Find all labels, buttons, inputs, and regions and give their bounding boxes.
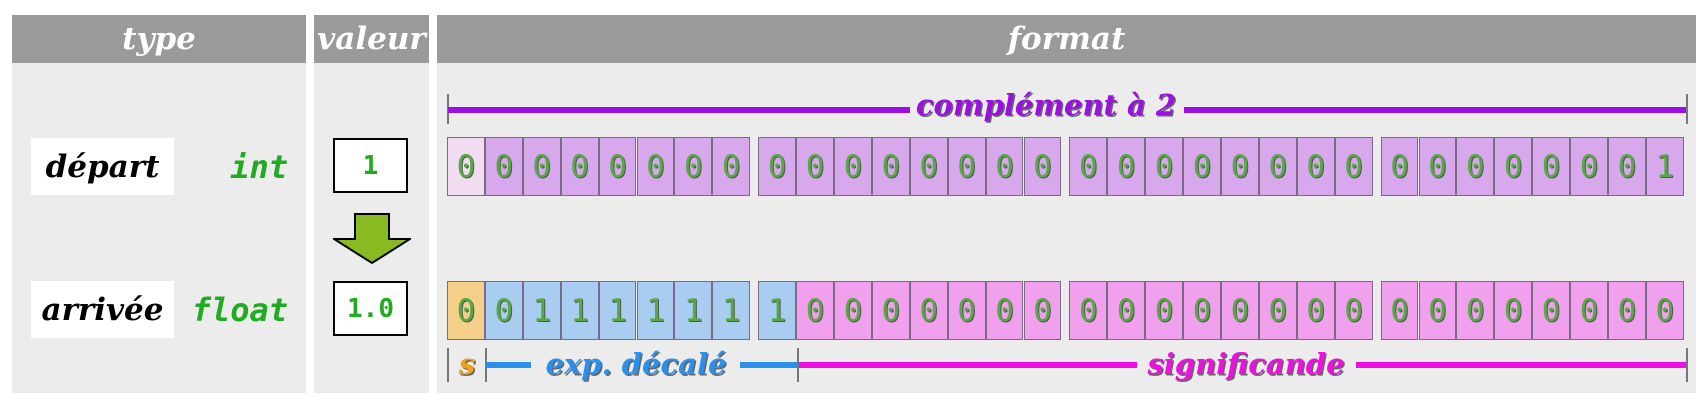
int-bit-28: 0 (1532, 137, 1571, 196)
sig-band-left (799, 362, 1137, 368)
float-bit-12: 0 (909, 281, 948, 340)
sig-left-tick (797, 348, 799, 382)
int-bit-23: 0 (1334, 137, 1373, 196)
significand-label: significande (1147, 347, 1345, 381)
value-header: valeur (314, 15, 429, 63)
float-bit-5: 1 (636, 281, 675, 340)
int-bit-13: 0 (947, 137, 986, 196)
int-bit-4: 0 (598, 137, 637, 196)
int-bit-16: 0 (1069, 137, 1108, 196)
int-bit-12: 0 (909, 137, 948, 196)
float-bit-0: 0 (447, 281, 485, 340)
int-bit-22: 0 (1296, 137, 1335, 196)
int-bit-10: 0 (834, 137, 872, 196)
format-header: format (437, 15, 1696, 63)
int-bit-15: 0 (1023, 137, 1062, 196)
exponent-label: exp. décalé (545, 347, 727, 381)
end-row-ctype: float (191, 291, 288, 329)
float-bit-31: 0 (1645, 281, 1684, 340)
sign-left-tick (447, 348, 449, 382)
int-bit-21: 0 (1258, 137, 1297, 196)
float-bit-19: 0 (1183, 281, 1221, 340)
int-bit-9: 0 (796, 137, 834, 196)
float-bit-27: 0 (1494, 281, 1533, 340)
int-bit-3: 0 (560, 137, 599, 196)
float-bit-28: 0 (1532, 281, 1571, 340)
int-bit-17: 0 (1107, 137, 1146, 196)
float-bit-16: 0 (1069, 281, 1108, 340)
int-bit-29: 0 (1570, 137, 1608, 196)
float-bit-14: 0 (985, 281, 1024, 340)
float-bit-2: 1 (522, 281, 561, 340)
int-bit-11: 0 (871, 137, 910, 196)
end-row-value: 1.0 (333, 281, 408, 336)
int-bit-19: 0 (1183, 137, 1221, 196)
start-row-ctype: int (230, 148, 288, 186)
int-bit-1: 0 (484, 137, 523, 196)
int-bit-27: 0 (1494, 137, 1533, 196)
float-bit-22: 0 (1296, 281, 1335, 340)
int-bit-18: 0 (1145, 137, 1184, 196)
end-row-name: arrivée (31, 281, 174, 338)
float-bit-10: 0 (834, 281, 872, 340)
float-bit-1: 0 (484, 281, 523, 340)
float-bit-21: 0 (1258, 281, 1297, 340)
twos-complement-label: complément à 2 (915, 88, 1177, 122)
float-bit-15: 0 (1023, 281, 1062, 340)
float-bit-24: 0 (1380, 281, 1419, 340)
float-bit-25: 0 (1418, 281, 1457, 340)
int-bit-6: 0 (674, 137, 713, 196)
twos-band-left (448, 107, 910, 113)
int-bit-31: 1 (1645, 137, 1684, 196)
float-bit-23: 0 (1334, 281, 1373, 340)
int-bit-25: 0 (1418, 137, 1457, 196)
value-column (314, 15, 429, 393)
exp-band-left (486, 362, 531, 368)
float-bit-7: 1 (712, 281, 751, 340)
int-bit-5: 0 (636, 137, 675, 196)
sign-label: s (458, 347, 476, 381)
sig-band-right (1356, 362, 1686, 368)
float-bit-6: 1 (674, 281, 713, 340)
int-bit-20: 0 (1221, 137, 1259, 196)
float-bit-4: 1 (598, 281, 637, 340)
type-header: type (12, 15, 306, 63)
down-arrow-icon (333, 213, 411, 265)
exp-band-right (740, 362, 798, 368)
twos-band-right (1184, 107, 1686, 113)
float-bit-18: 0 (1145, 281, 1184, 340)
float-bit-3: 1 (560, 281, 599, 340)
int-bit-0: 0 (447, 137, 485, 196)
float-bit-30: 0 (1608, 281, 1646, 340)
float-bit-26: 0 (1456, 281, 1495, 340)
sig-right-tick (1686, 348, 1688, 382)
int-bit-7: 0 (712, 137, 751, 196)
int-bit-30: 0 (1608, 137, 1646, 196)
twos-band-right-tick (1686, 94, 1688, 124)
float-bit-11: 0 (871, 281, 910, 340)
float-bit-20: 0 (1221, 281, 1259, 340)
float-bit-29: 0 (1570, 281, 1608, 340)
float-bit-9: 0 (796, 281, 834, 340)
int-bit-26: 0 (1456, 137, 1495, 196)
float-bit-8: 1 (758, 281, 797, 340)
int-bit-14: 0 (985, 137, 1024, 196)
start-row-value: 1 (333, 138, 408, 193)
int-bit-8: 0 (758, 137, 797, 196)
int-bit-2: 0 (522, 137, 561, 196)
float-bit-13: 0 (947, 281, 986, 340)
start-row-name: départ (31, 138, 174, 195)
int-bit-24: 0 (1380, 137, 1419, 196)
float-bit-17: 0 (1107, 281, 1146, 340)
